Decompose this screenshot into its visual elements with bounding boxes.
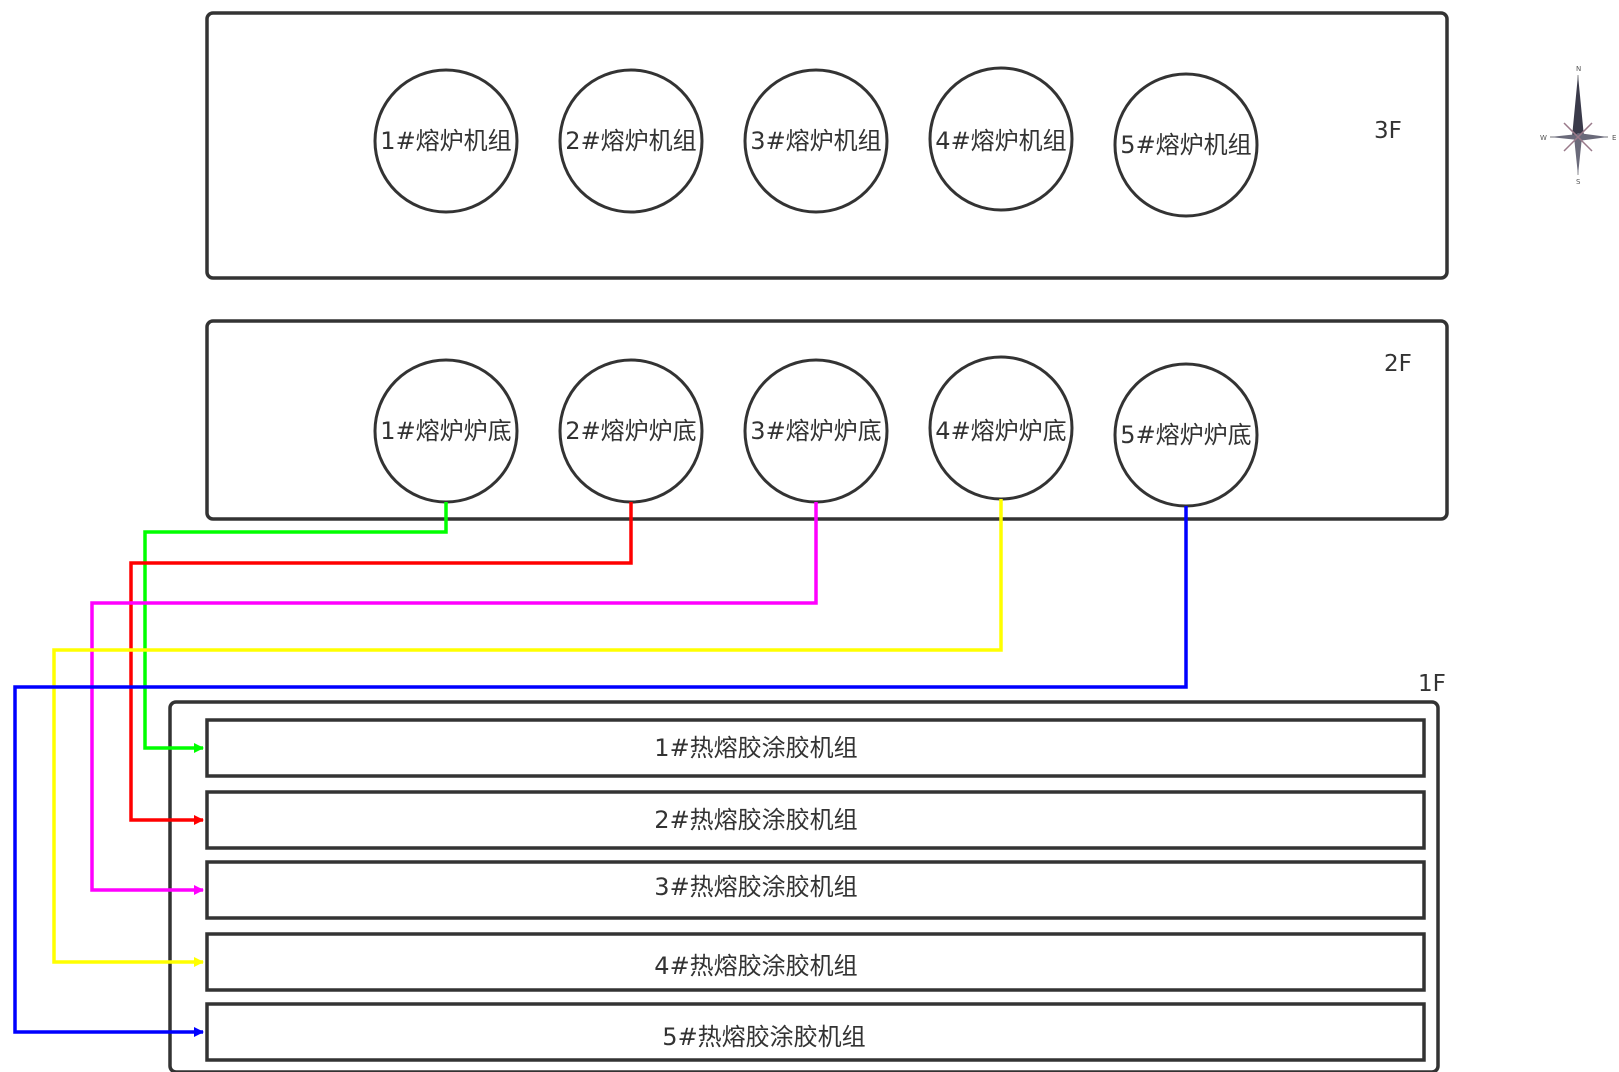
coater-unit-4[interactable] [205, 932, 1426, 992]
coater-unit-3-label: 3#热熔胶涂胶机组 [654, 873, 857, 901]
connection-lines [13, 499, 1188, 1037]
coater-unit-5-label: 5#热熔胶涂胶机组 [662, 1023, 865, 1051]
furnace-unit-2-label: 2#熔炉机组 [565, 127, 696, 155]
floor-3f-label: 3F [1374, 118, 1402, 144]
furnace-bottom-4-label: 4#熔炉炉底 [935, 417, 1066, 445]
furnace-unit-2[interactable] [558, 68, 704, 214]
furnace-unit-4-label: 4#熔炉机组 [935, 127, 1066, 155]
furnace-unit-1[interactable] [373, 68, 519, 214]
floor-2f-label: 2F [1384, 351, 1412, 377]
coater-unit-3[interactable] [205, 860, 1426, 920]
coater-unit-4-label: 4#热熔胶涂胶机组 [654, 952, 857, 980]
furnace-bottom-3-label: 3#熔炉炉底 [750, 417, 881, 445]
connection-line-5 [13, 506, 1188, 1037]
compass-e-label: E [1612, 134, 1616, 142]
furnace-unit-1-label: 1#熔炉机组 [380, 127, 511, 155]
coater-unit-1[interactable] [205, 718, 1426, 778]
coater-unit-5[interactable] [205, 1002, 1426, 1062]
compass-s-label: S [1576, 178, 1581, 186]
furnace-unit-4[interactable] [928, 66, 1074, 212]
connection-line-1 [143, 502, 448, 753]
coater-unit-2-label: 2#热熔胶涂胶机组 [654, 806, 857, 834]
floor-3f-group: 3F 1#熔炉机组 2#熔炉机组 3#熔炉机组 4#熔炉机组 5#熔炉机组 [205, 11, 1449, 280]
furnace-bottom-2-label: 2#熔炉炉底 [565, 417, 696, 445]
connection-line-4 [52, 499, 1003, 967]
connection-line-2 [129, 502, 633, 825]
connection-line-3 [90, 502, 818, 895]
coater-unit-2[interactable] [205, 790, 1426, 850]
furnace-bottom-5-label: 5#熔炉炉底 [1120, 421, 1251, 449]
furnace-bottom-1-label: 1#熔炉炉底 [380, 417, 511, 445]
floor-2f-group: 2F 1#熔炉炉底 2#熔炉炉底 3#熔炉炉底 4#熔炉炉底 5#熔炉炉底 [205, 319, 1449, 521]
furnace-unit-3[interactable] [743, 68, 889, 214]
floor-1f-group: 1F 1#热熔胶涂胶机组 2#热熔胶涂胶机组 3#热熔胶涂胶机组 4#热熔胶涂胶… [168, 671, 1446, 1072]
furnace-unit-5-label: 5#熔炉机组 [1120, 131, 1251, 159]
furnace-unit-5[interactable] [1113, 72, 1259, 218]
compass-w-label: W [1540, 134, 1547, 142]
compass-icon: N S E W [1540, 65, 1616, 186]
furnace-unit-3-label: 3#熔炉机组 [750, 127, 881, 155]
coater-unit-1-label: 1#热熔胶涂胶机组 [654, 734, 857, 762]
compass-n-label: N [1576, 65, 1581, 73]
floor-1f-label: 1F [1418, 671, 1446, 697]
